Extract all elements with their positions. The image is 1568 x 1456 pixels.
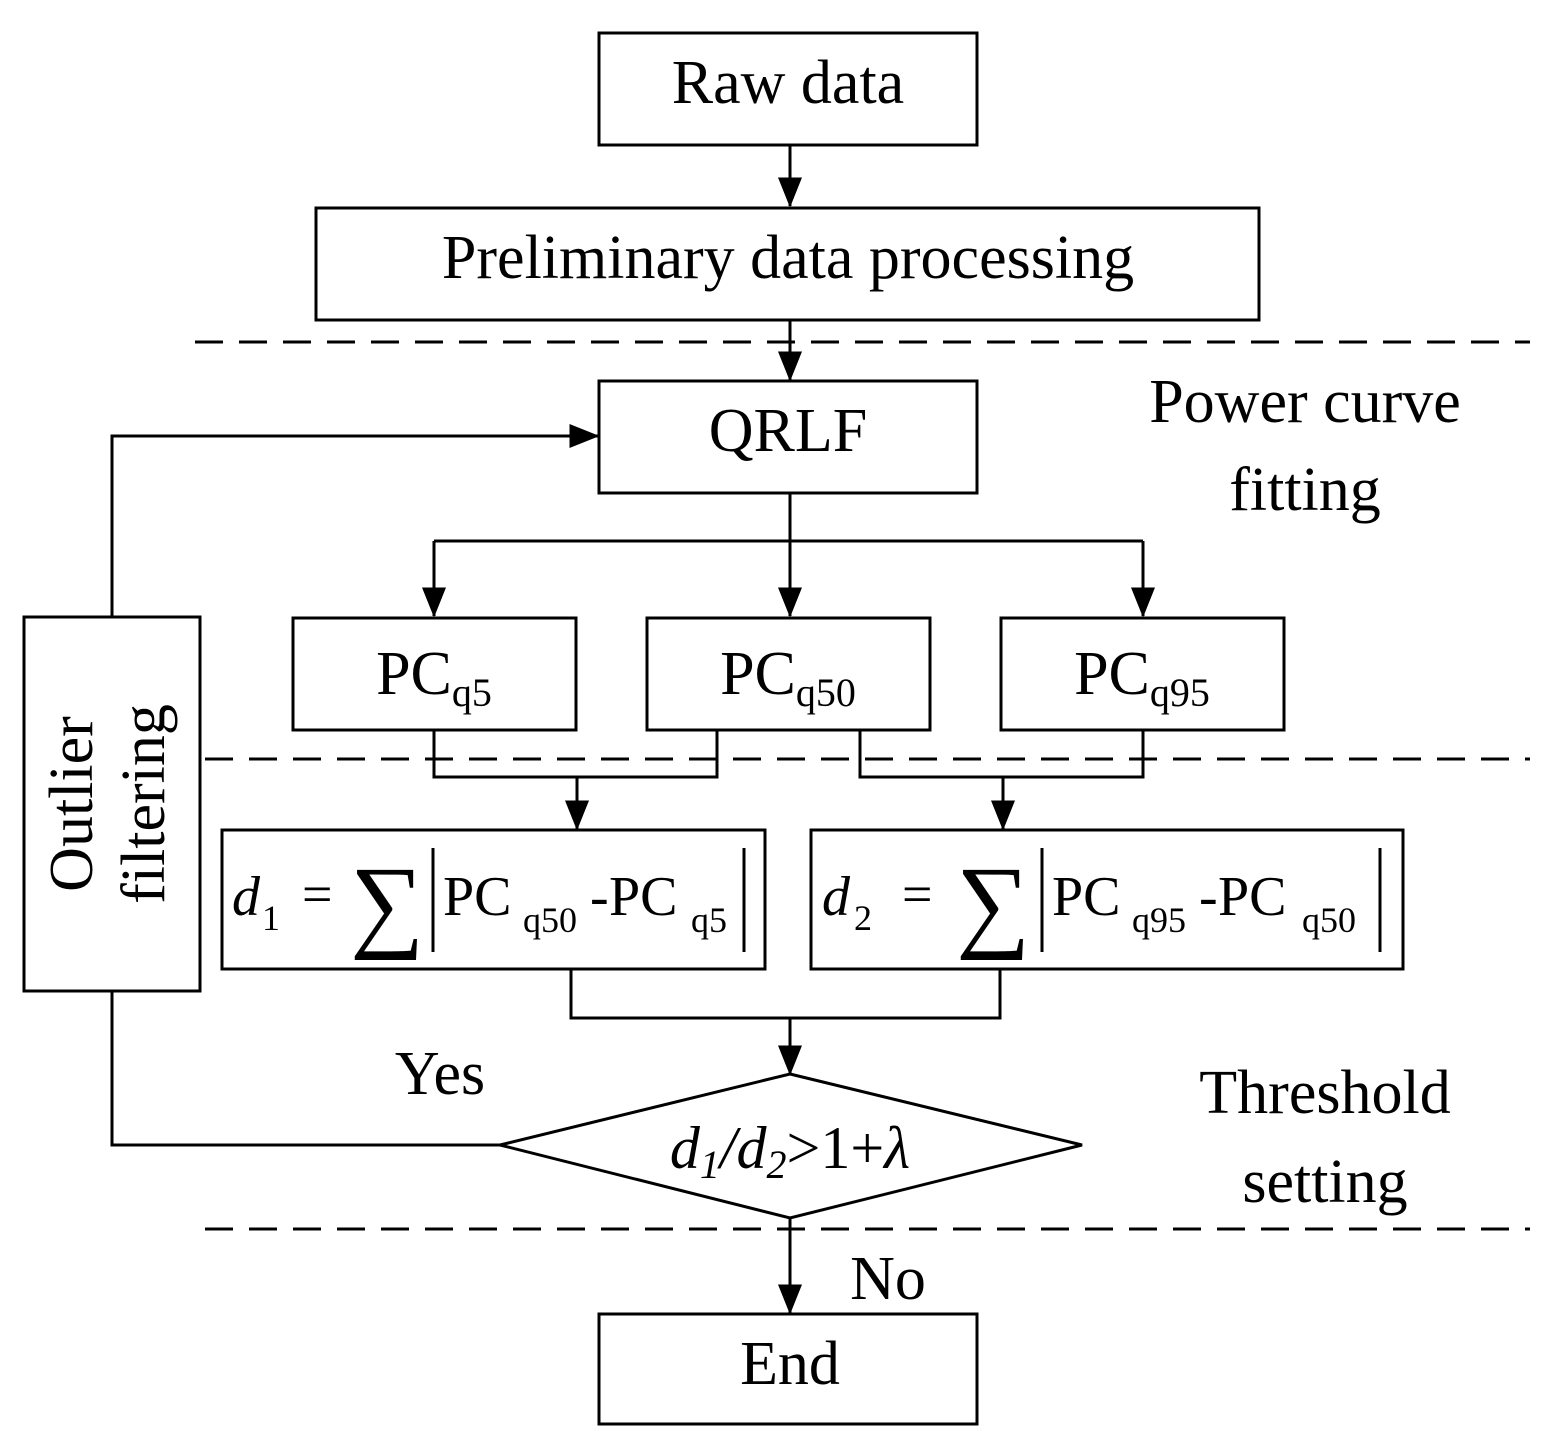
edge-label-no: No [850, 1245, 926, 1313]
power-curve-fitting-line1: Power curve [1149, 368, 1461, 436]
node-preliminary-processing: Preliminary data processing [314, 206, 1261, 322]
stage-label-power-curve-fitting: Power curve fitting [1149, 368, 1461, 524]
pc-q95-label: PCq95 [1074, 640, 1210, 715]
d2-minus: - [1199, 866, 1218, 928]
node-raw-data: Raw data [597, 31, 979, 147]
decision-rhs: >1+ [786, 1115, 884, 1181]
pc-q95-sub: q95 [1150, 670, 1210, 715]
d1-var: d [232, 866, 261, 928]
node-end: End [597, 1312, 979, 1426]
pc-q50-label: PCq50 [720, 640, 856, 715]
stage-label-threshold-setting: Threshold setting [1199, 1059, 1450, 1216]
edge-label-yes: Yes [395, 1040, 485, 1108]
edge-outlier-to-qrlf [110, 424, 600, 617]
node-pc-q50: PCq50 [645, 616, 932, 732]
d1-term-b-sub: q5 [691, 900, 727, 940]
node-pc-q5: PCq5 [291, 616, 578, 732]
edge-pc-pair-1 [432, 730, 719, 779]
d2-equals: = [902, 864, 932, 924]
d1-sum-sign: ∑ [350, 846, 424, 961]
decision-d2-sub: 2 [766, 1142, 786, 1187]
pc-q5-sub: q5 [452, 670, 492, 715]
d2-term-a-sub: q95 [1132, 900, 1186, 940]
pc-q95-base: PC [1074, 640, 1150, 708]
decision-d2: d [736, 1115, 767, 1181]
d2-term-a: PC [1052, 866, 1121, 928]
edge-pc-pair-2 [858, 730, 1145, 779]
d1-var-sub: 1 [262, 898, 280, 938]
threshold-setting-line2: setting [1242, 1148, 1407, 1216]
d1-term-a-sub: q50 [523, 900, 577, 940]
outlier-filtering-line2: filtering [110, 704, 178, 904]
node-d2-formula: d 2 = ∑ PC q95 - PC q50 [809, 828, 1405, 971]
power-curve-fitting-line2: fitting [1229, 456, 1381, 524]
decision-d1-sub: 1 [700, 1142, 720, 1187]
d2-term-b-sub: q50 [1302, 900, 1356, 940]
d2-sum-sign: ∑ [956, 846, 1030, 961]
node-qrlf: QRLF [597, 379, 979, 495]
d2-var-sub: 2 [854, 898, 872, 938]
end-label: End [740, 1330, 840, 1398]
connectors [110, 145, 1155, 1315]
pc-q5-label: PCq5 [376, 640, 492, 715]
node-pc-q95: PCq95 [999, 616, 1286, 732]
d1-equals: = [302, 864, 332, 924]
d1-term-a: PC [443, 866, 512, 928]
d1-term-b: PC [609, 866, 678, 928]
node-decision: d1/d2>1+λ [499, 1072, 1083, 1220]
d2-var: d [822, 866, 851, 928]
node-outlier-filtering: Outlier filtering [22, 615, 202, 993]
qrlf-label: QRLF [709, 397, 867, 465]
edge-d-merge [569, 969, 1002, 1020]
pc-q50-base: PC [720, 640, 796, 708]
pc-q50-sub: q50 [796, 670, 856, 715]
decision-lambda: λ [882, 1115, 910, 1181]
d1-minus: - [590, 866, 609, 928]
decision-d1: d [670, 1115, 701, 1181]
d2-term-b: PC [1218, 866, 1287, 928]
outlier-filtering-line1: Outlier [38, 716, 106, 892]
raw-data-label: Raw data [672, 49, 904, 117]
node-d1-formula: d 1 = ∑ PC q50 - PC q5 [220, 828, 767, 971]
threshold-setting-line1: Threshold [1199, 1059, 1450, 1127]
preliminary-processing-label: Preliminary data processing [442, 224, 1134, 292]
pc-q5-base: PC [376, 640, 452, 708]
edge-yes-to-outlier [110, 991, 500, 1147]
decision-condition: d1/d2>1+λ [670, 1115, 910, 1187]
